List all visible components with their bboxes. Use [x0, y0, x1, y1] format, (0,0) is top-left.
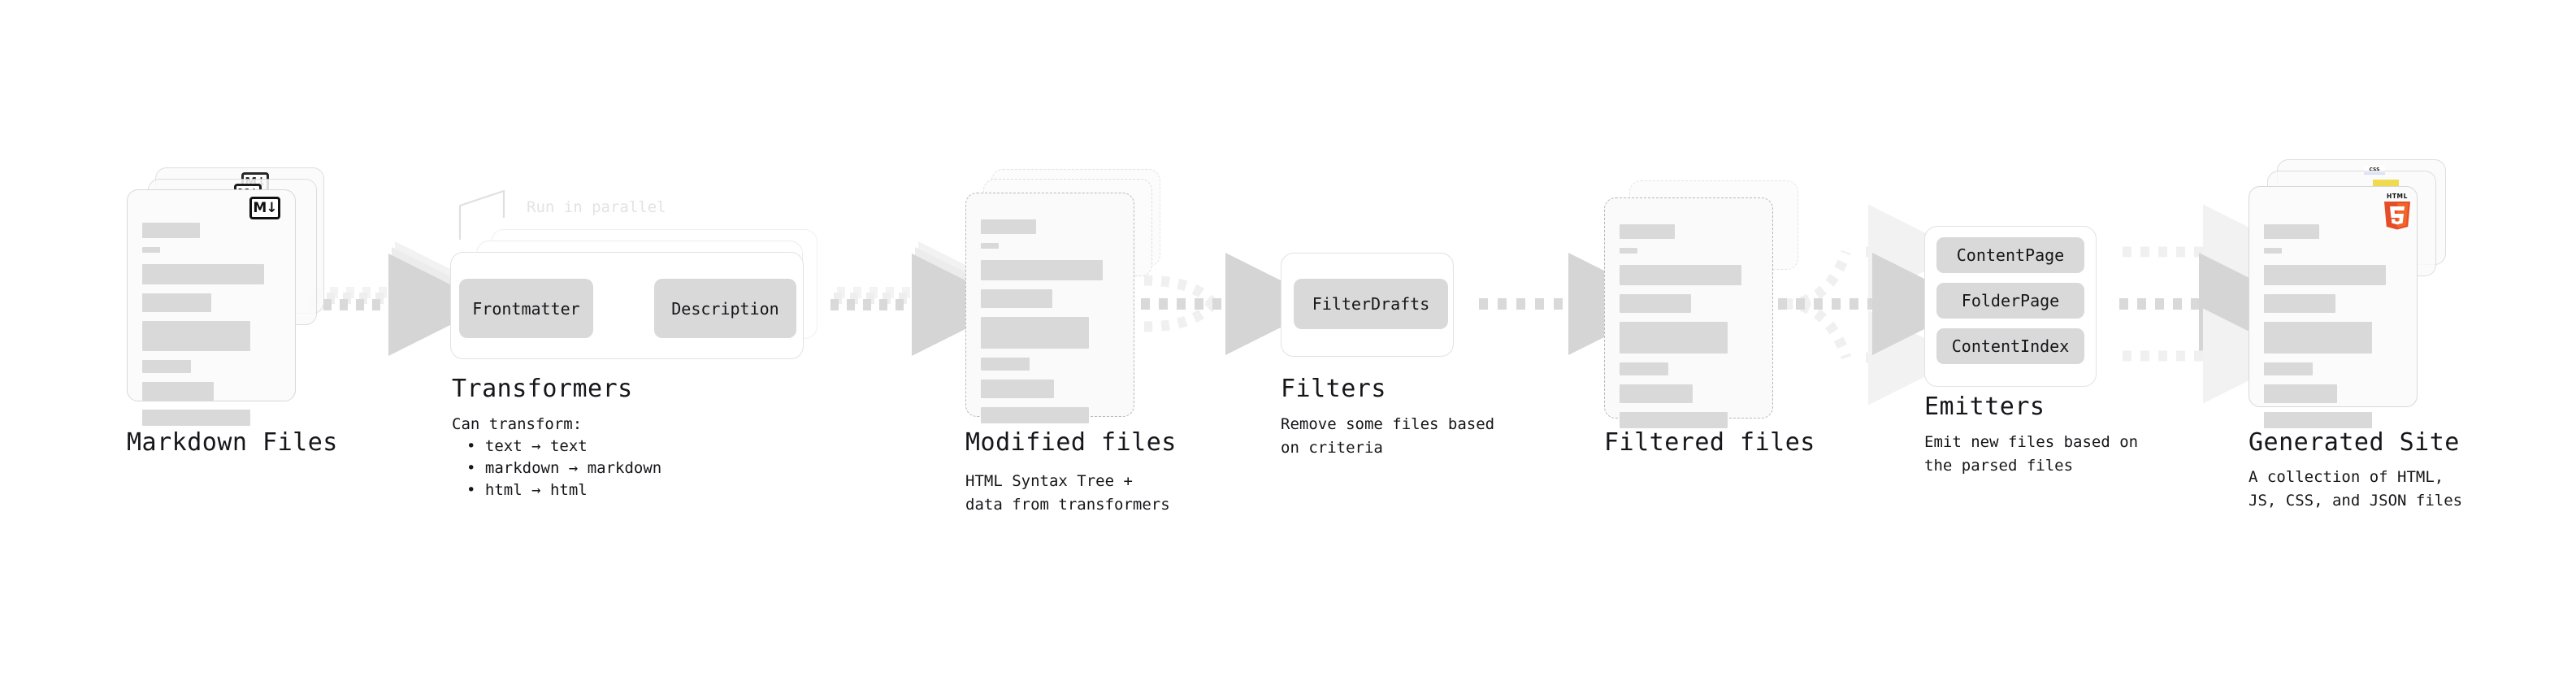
content-line	[1620, 248, 1638, 254]
arrow-modified-to-filters	[1141, 253, 1328, 355]
markdown-badge-front: M↓	[249, 197, 280, 219]
run-in-parallel-label: Run in parallel	[527, 198, 666, 216]
svg-text:CSS: CSS	[2370, 167, 2380, 173]
content-line	[2264, 412, 2372, 428]
emitter-pill-contentindex[interactable]: ContentIndex	[1936, 328, 2084, 364]
content-line	[142, 321, 250, 351]
emitter-pill-contentpage[interactable]: ContentPage	[1936, 237, 2084, 273]
modified-file-front	[965, 193, 1134, 423]
modified-file-content-lines	[981, 219, 1119, 432]
generated-file-content-lines	[2264, 224, 2402, 437]
content-line	[981, 358, 1030, 371]
filter-pill-filterdrafts[interactable]: FilterDrafts	[1294, 279, 1448, 329]
transformers-description: Can transform:	[452, 415, 583, 433]
content-line	[981, 380, 1055, 398]
filtered-file-front	[1604, 197, 1773, 428]
content-line	[981, 243, 1000, 249]
content-line	[2264, 265, 2386, 285]
markdown-files-title: Markdown Files	[127, 428, 338, 457]
emitter-pill-folderpage[interactable]: FolderPage	[1936, 283, 2084, 319]
transformers-bullet-1: • markdown → markdown	[466, 459, 662, 477]
filters-description: Remove some files based on criteria	[1281, 415, 1495, 457]
content-line	[981, 289, 1053, 308]
content-line	[2264, 224, 2319, 239]
content-line	[2264, 362, 2313, 375]
generated-site-description: A collection of HTML, JS, CSS, and JSON …	[2249, 468, 2463, 510]
html5-badge: HTML	[2381, 192, 2413, 230]
content-line	[142, 247, 161, 253]
arrow-filtered-to-emitters	[1778, 204, 1975, 406]
content-line	[981, 317, 1089, 349]
transformers-bullet-2: • html → html	[466, 481, 588, 499]
modified-files-description: HTML Syntax Tree + data from transformer…	[965, 472, 1170, 514]
filtered-file-content-lines	[1620, 224, 1758, 437]
content-line	[142, 382, 215, 401]
arrow-transformers-to-modified	[830, 241, 1021, 356]
transformers-bullet-0: • text → text	[466, 437, 588, 455]
content-line	[1620, 224, 1675, 239]
transformers-title: Transformers	[452, 375, 633, 403]
transformer-pill-frontmatter[interactable]: Frontmatter	[459, 279, 593, 338]
arrow-emitters-to-generated	[2119, 204, 2301, 404]
svg-text:HTML: HTML	[2387, 193, 2408, 200]
content-line	[1620, 294, 1692, 313]
modified-files-title: Modified files	[965, 428, 1177, 457]
transformer-pill-description[interactable]: Description	[654, 279, 796, 338]
content-line	[981, 219, 1036, 234]
content-line	[1620, 322, 1728, 354]
content-line	[981, 407, 1089, 423]
content-line	[142, 264, 264, 284]
content-line	[2264, 248, 2283, 254]
emitters-title: Emitters	[1924, 393, 2045, 421]
run-in-parallel-bracket	[458, 189, 505, 240]
markdown-file-front	[127, 189, 296, 426]
content-line	[1620, 362, 1668, 375]
content-line	[142, 410, 250, 426]
content-line	[142, 360, 191, 373]
content-line	[2264, 322, 2372, 354]
generated-site-title: Generated Site	[2249, 428, 2460, 457]
filtered-files-title: Filtered files	[1604, 428, 1815, 457]
content-line	[2264, 294, 2336, 313]
filters-title: Filters	[1281, 375, 1386, 403]
content-line	[1620, 412, 1728, 428]
content-line	[142, 223, 201, 238]
content-line	[981, 260, 1103, 280]
content-line	[2264, 384, 2338, 403]
content-line	[1620, 265, 1741, 285]
emitters-description: Emit new files based on the parsed files	[1924, 433, 2139, 475]
markdown-file-content-lines	[142, 223, 280, 435]
content-line	[142, 293, 211, 312]
content-line	[1620, 384, 1693, 403]
